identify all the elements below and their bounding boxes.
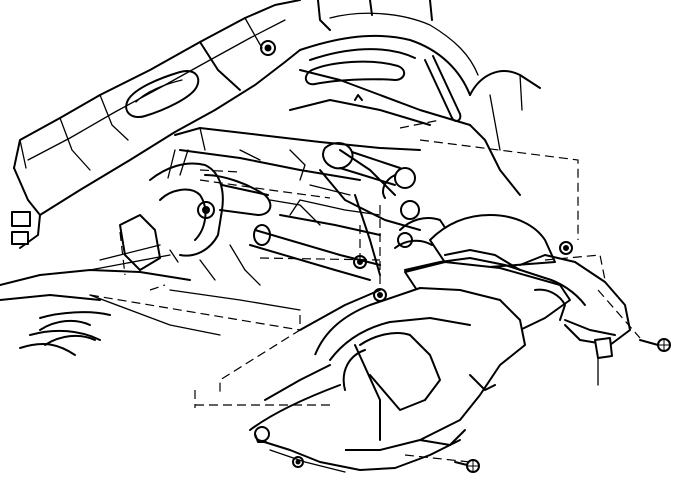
lower-bracket-left xyxy=(89,214,171,271)
exhaust-pipe-left xyxy=(39,319,96,346)
mount-bolt-icon xyxy=(197,201,215,219)
screw-icon xyxy=(639,338,671,352)
wheel-arch-upper xyxy=(289,0,479,126)
engine-mount-bracket xyxy=(149,149,272,257)
bolt-icon xyxy=(260,40,276,56)
inner-frame-details xyxy=(169,94,363,286)
screw-icon xyxy=(454,459,480,473)
frame-rail-lower xyxy=(0,269,301,356)
shield-fastener-left xyxy=(254,426,270,443)
rail-oval-slot xyxy=(125,70,200,118)
assembly-guide-lines xyxy=(89,119,641,463)
splash-shield-lower xyxy=(249,287,526,473)
screw-icon xyxy=(292,456,304,468)
crossmember-upper xyxy=(174,127,421,181)
body-panel-right xyxy=(469,70,541,196)
bracket-left-edge xyxy=(11,211,31,245)
steering-knuckle xyxy=(394,217,451,249)
strut-rod xyxy=(424,55,462,122)
control-arm xyxy=(299,149,421,276)
frame-rail-left xyxy=(13,0,301,249)
ball-joint-lower xyxy=(382,167,420,220)
arch-slot xyxy=(304,60,406,86)
shield-fastener-right xyxy=(559,241,573,255)
